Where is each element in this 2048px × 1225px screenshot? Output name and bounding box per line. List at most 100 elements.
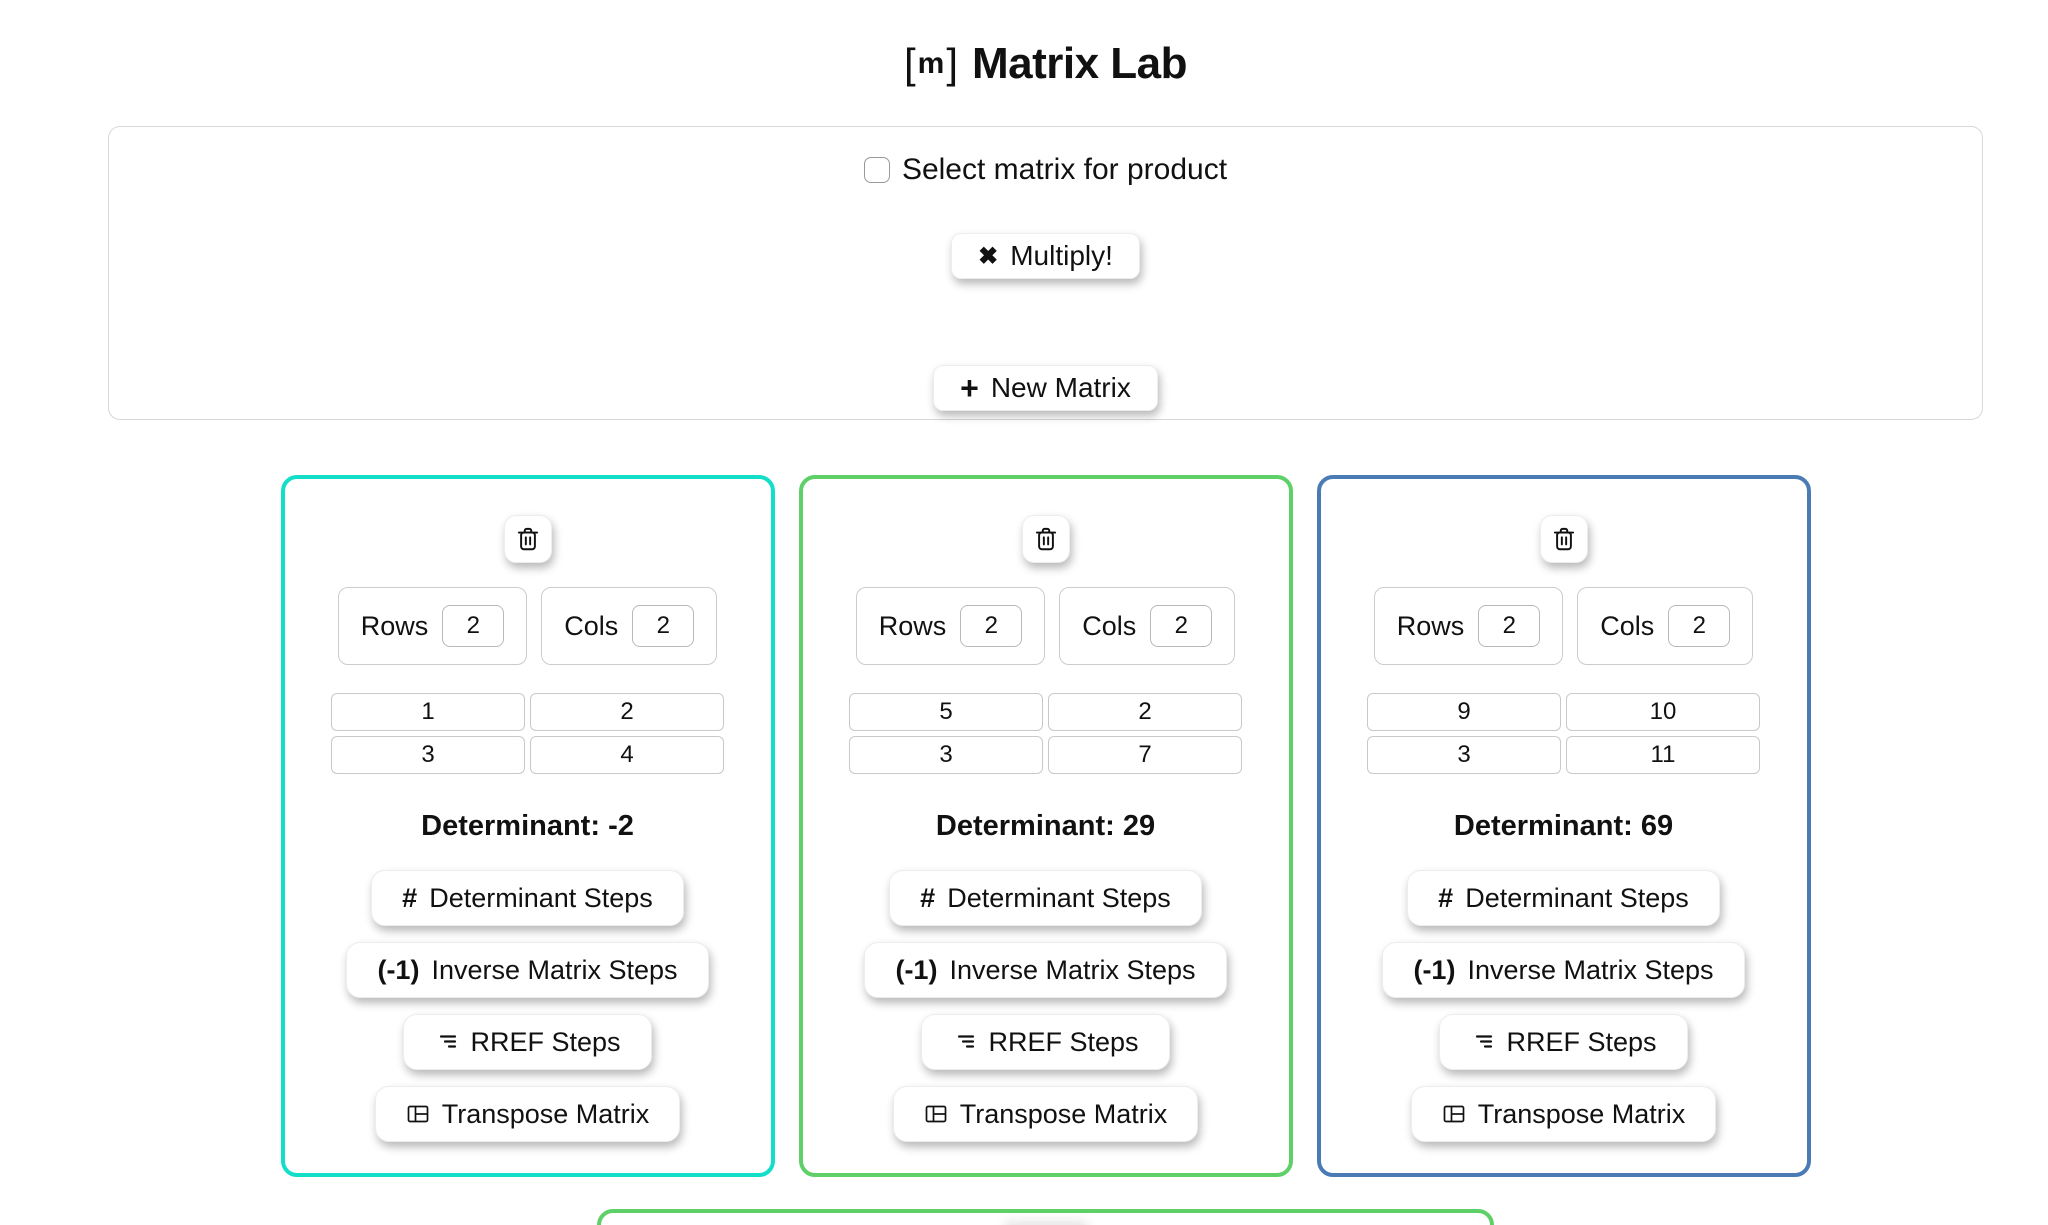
cols-control: Cols [1059, 587, 1236, 665]
hash-icon: # [402, 882, 418, 913]
matrix-cell[interactable] [1367, 736, 1561, 774]
matrix-grid [1367, 693, 1760, 774]
rref-steps-label: RREF Steps [470, 1026, 621, 1057]
matrix-grid [849, 693, 1242, 774]
matrix-grid [331, 693, 724, 774]
inverse-icon: (-1) [377, 954, 420, 985]
hash-icon: # [920, 882, 936, 913]
inverse-steps-label: Inverse Matrix Steps [949, 954, 1196, 985]
page-title: Matrix Lab [971, 39, 1188, 88]
cols-control: Cols [1577, 587, 1754, 665]
determinant-value: Determinant: 29 [936, 810, 1155, 844]
cols-control: Cols [541, 587, 718, 665]
determinant-number: -2 [608, 810, 634, 842]
delete-matrix-button[interactable] [1021, 515, 1070, 563]
matrix-cell[interactable] [530, 693, 724, 731]
determinant-prefix: Determinant: [1453, 810, 1633, 842]
inverse-steps-label: Inverse Matrix Steps [431, 954, 678, 985]
matrix-cell[interactable] [1566, 693, 1760, 731]
matrix-cell[interactable] [1566, 736, 1760, 774]
inverse-steps-button[interactable]: (-1) Inverse Matrix Steps [346, 942, 709, 998]
rows-control: Rows [1373, 587, 1564, 665]
rows-input[interactable] [1478, 605, 1541, 647]
new-matrix-button[interactable]: + New Matrix [933, 365, 1158, 411]
determinant-steps-button[interactable]: # Determinant Steps [1407, 870, 1720, 926]
rref-steps-label: RREF Steps [988, 1026, 1139, 1057]
transpose-label: Transpose Matrix [1477, 1098, 1686, 1129]
matrix-cell[interactable] [1367, 693, 1561, 731]
select-matrix-label: Select matrix for product [901, 153, 1228, 186]
cols-input[interactable] [1668, 605, 1731, 647]
transpose-label: Transpose Matrix [441, 1098, 650, 1129]
determinant-steps-button[interactable]: # Determinant Steps [371, 870, 684, 926]
rref-steps-button[interactable]: RREF Steps [403, 1014, 652, 1070]
rref-lines-icon [952, 1032, 976, 1052]
determinant-value: Determinant: -2 [421, 810, 634, 844]
app-header: [ m ] Matrix Lab [108, 34, 1983, 94]
rref-steps-button[interactable]: RREF Steps [921, 1014, 1170, 1070]
multiply-button[interactable]: ✖ Multiply! [951, 233, 1140, 279]
determinant-steps-label: Determinant Steps [1465, 882, 1689, 913]
multiply-button-label: Multiply! [1010, 240, 1113, 271]
logo-letter: m [917, 47, 945, 80]
transpose-table-icon [406, 1104, 430, 1124]
transpose-table-icon [924, 1104, 948, 1124]
matrix-cell[interactable] [331, 693, 525, 731]
inverse-steps-label: Inverse Matrix Steps [1467, 954, 1714, 985]
rows-label: Rows [1396, 610, 1465, 641]
determinant-steps-label: Determinant Steps [429, 882, 653, 913]
rref-steps-button[interactable]: RREF Steps [1439, 1014, 1688, 1070]
rows-control: Rows [337, 587, 528, 665]
cols-label: Cols [1082, 610, 1137, 641]
matrix-cell[interactable] [530, 736, 724, 774]
cols-label: Cols [564, 610, 619, 641]
dimension-controls: Rows Cols [1373, 587, 1754, 665]
determinant-number: 69 [1640, 810, 1674, 842]
matrix-card: Rows Cols Determinant: 69 # Determinant … [1316, 475, 1811, 1177]
rows-label: Rows [878, 610, 947, 641]
dimension-controls: Rows Cols [337, 587, 718, 665]
matrix-cell[interactable] [1048, 693, 1242, 731]
new-matrix-button-label: New Matrix [990, 372, 1131, 403]
trash-icon [1033, 525, 1059, 553]
cols-label: Cols [1600, 610, 1655, 641]
matrix-cell[interactable] [849, 693, 1043, 731]
transpose-button[interactable]: Transpose Matrix [374, 1086, 681, 1142]
transpose-label: Transpose Matrix [959, 1098, 1168, 1129]
trash-icon [1551, 525, 1577, 553]
select-matrix-row: Select matrix for product [863, 153, 1228, 187]
delete-matrix-button[interactable] [1539, 515, 1588, 563]
cols-input[interactable] [1150, 605, 1213, 647]
rref-lines-icon [434, 1032, 458, 1052]
rows-label: Rows [360, 610, 429, 641]
inverse-steps-button[interactable]: (-1) Inverse Matrix Steps [1382, 942, 1745, 998]
transpose-button[interactable]: Transpose Matrix [1410, 1086, 1717, 1142]
transpose-button[interactable]: Transpose Matrix [892, 1086, 1199, 1142]
product-panel [597, 1209, 1494, 1225]
matrix-cell[interactable] [849, 736, 1043, 774]
plus-icon: + [960, 370, 979, 406]
logo-right-bracket: ] [946, 40, 958, 87]
inverse-icon: (-1) [895, 954, 938, 985]
matrix-card: Rows Cols Determinant: -2 # Determinant … [280, 475, 775, 1177]
multiply-x-icon: ✖ [978, 242, 999, 270]
rref-steps-label: RREF Steps [1506, 1026, 1657, 1057]
select-matrix-checkbox[interactable] [863, 157, 890, 183]
rref-lines-icon [1470, 1032, 1494, 1052]
rows-input[interactable] [442, 605, 505, 647]
delete-matrix-button[interactable] [503, 515, 552, 563]
determinant-number: 29 [1122, 810, 1156, 842]
inverse-steps-button[interactable]: (-1) Inverse Matrix Steps [864, 942, 1227, 998]
transpose-table-icon [1442, 1104, 1466, 1124]
determinant-steps-label: Determinant Steps [947, 882, 1171, 913]
inverse-icon: (-1) [1413, 954, 1456, 985]
determinant-steps-button[interactable]: # Determinant Steps [889, 870, 1202, 926]
rows-input[interactable] [960, 605, 1023, 647]
determinant-prefix: Determinant: [421, 810, 600, 842]
cols-input[interactable] [632, 605, 695, 647]
controls-panel: Select matrix for product ✖ Multiply! + … [108, 126, 1983, 420]
trash-icon [515, 525, 541, 553]
matrix-cell[interactable] [1048, 736, 1242, 774]
matrix-cell[interactable] [331, 736, 525, 774]
